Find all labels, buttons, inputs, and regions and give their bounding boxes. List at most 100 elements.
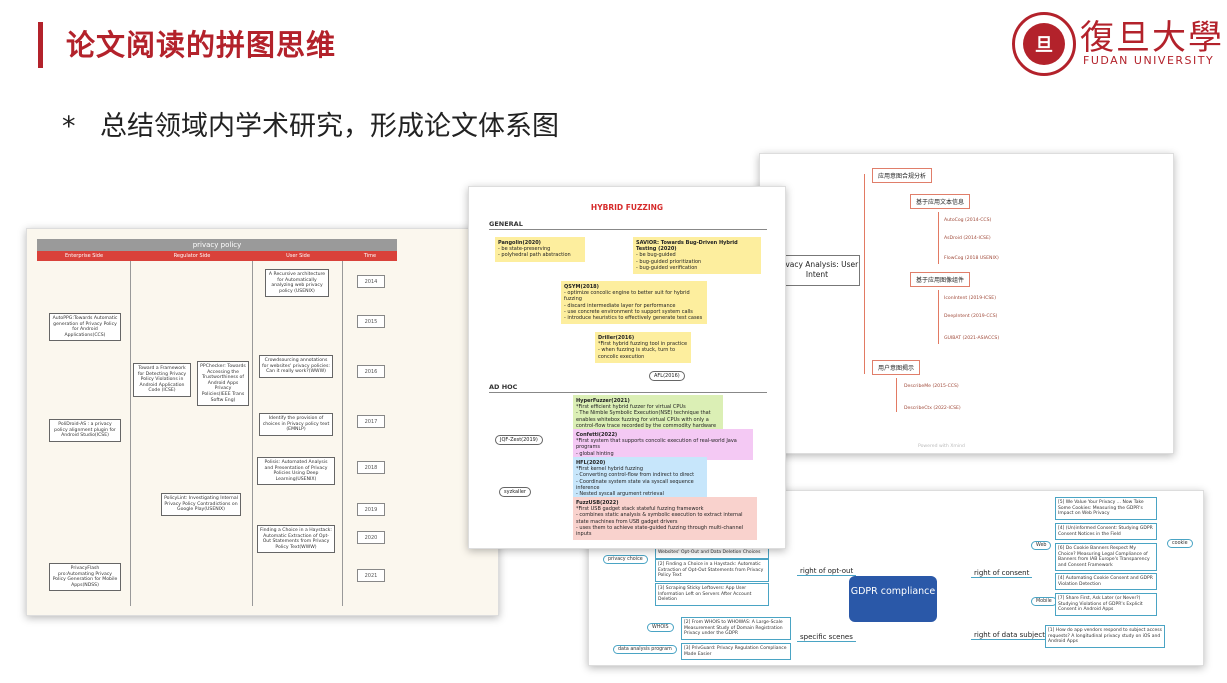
note-line: - optimize concolic engine to better sui… — [564, 290, 690, 303]
connector — [938, 212, 939, 264]
note-title: FuzzUSB(2022) — [576, 500, 619, 506]
asterisk-icon: * — [62, 111, 76, 142]
logo-chinese-text: 復旦大學 — [1080, 18, 1224, 58]
gdpr-paper: [6] Do Cookie Banners Respect My Choice?… — [1055, 543, 1157, 572]
gdpr-paper: [4] (Un)informed Consent: Studying GDPR … — [1055, 523, 1157, 541]
mindmap-leaf: GUIBAT (2021-ASIACCS) — [944, 336, 1000, 341]
note-line: - when fuzzing is stuck, turn to concoli… — [598, 347, 676, 360]
bullet-point: * 总结领域内学术研究，形成论文体系图 — [62, 104, 559, 143]
note-line: - be state-preserving — [498, 246, 551, 253]
year-box: 2016 — [357, 365, 385, 378]
note-title: Pangolin(2020) — [498, 240, 541, 246]
connector — [864, 174, 865, 374]
gdpr-branch: specific scenes — [797, 633, 856, 642]
note-line: - Converting control-flow from indirect … — [576, 472, 695, 479]
mindmap-leaf: AutoCog (2014-CCS) — [944, 218, 992, 223]
year-box: 2018 — [357, 461, 385, 474]
privacy-analysis-mindmap: Privacy Analysis: User Intent 应用意图合规分析 基… — [759, 153, 1174, 454]
gdpr-paper: [4] Automating Cookie Consent and GDPR V… — [1055, 573, 1157, 591]
page-title: 论文阅读的拼图思维 — [66, 28, 337, 62]
gdpr-tag: WHOIS — [647, 623, 674, 632]
section-label: AD HOC — [489, 383, 518, 391]
mindmap-branch: 用户意图揭示 — [872, 360, 921, 375]
figure-title: HYBRID FUZZING — [590, 203, 664, 212]
seal-center: 旦 — [1023, 23, 1065, 65]
paper-box: A Recursive architecture for Automatical… — [265, 269, 329, 298]
connector — [938, 290, 939, 344]
note-line: - bug-guided prioritization — [636, 258, 702, 265]
gdpr-center-node: GDPR compliance — [849, 576, 937, 622]
title-accent-bar — [38, 22, 43, 68]
section-divider — [489, 229, 767, 230]
mindmap-root: Privacy Analysis: User Intent — [774, 255, 860, 286]
note-line: - The Nimble Symbolic Execution(NSE) tec… — [576, 410, 717, 429]
note-line: - discard intermediate layer for perform… — [564, 302, 676, 309]
gdpr-paper: [5] We Value Your Privacy ... Now Take S… — [1055, 497, 1157, 520]
gdpr-paper: [1] How do app vendors respond to subjec… — [1045, 625, 1165, 648]
logo-english-text: FUDAN UNIVERSITY — [1083, 54, 1215, 67]
note-title: HyperFuzzer(2021) — [576, 398, 630, 404]
column-header: Regulator Side — [131, 251, 253, 261]
section-divider — [489, 392, 767, 393]
paper-box: Toward a Framework for Detecting Privacy… — [133, 363, 191, 397]
note-line: - uses them to achieve state-guided fuzz… — [576, 524, 744, 538]
mindmap-leaf: DescribeCtx (2022-ICSE) — [904, 406, 961, 411]
note-line: *First efficient hybrid fuzzer for virtu… — [576, 404, 686, 411]
gdpr-branch: right of opt-out — [797, 567, 857, 576]
note-line: - bug-guided verification — [636, 264, 698, 271]
gdpr-branch: right of consent — [971, 569, 1033, 578]
gdpr-tag: privacy choice — [603, 555, 648, 564]
year-box: 2021 — [357, 569, 385, 582]
mindmap-branch: 基于应用文本信息 — [910, 194, 971, 209]
gdpr-paper: [7] Share First, Ask Later (or Never?) S… — [1055, 593, 1157, 616]
note-line: - Coordinate system state via syscall se… — [576, 478, 694, 491]
fudan-seal-logo: 旦 — [1012, 12, 1076, 76]
year-box: 2020 — [357, 531, 385, 544]
section-label: GENERAL — [489, 220, 523, 228]
gdpr-paper: [2] From WHOIS to WHOWAS: A Large-Scale … — [681, 617, 791, 640]
note-line: *First hybrid fuzzing tool in practice — [598, 341, 688, 348]
gdpr-paper: [3] Scraping Sticky Leftovers: App User … — [655, 583, 769, 606]
bullet-text: 总结领域内学术研究，形成论文体系图 — [100, 111, 559, 142]
note-line: - introduce heuristics to effectively ge… — [564, 315, 703, 322]
tool-tag: syzkaller — [499, 487, 531, 497]
note-line: *First system that supports concolic exe… — [576, 438, 737, 451]
paper-box: PPChecker: Towards Accessing the Trustwo… — [197, 361, 249, 407]
mindmap-leaf: DeepIntent (2019-CCS) — [944, 314, 998, 319]
gdpr-branch: right of data subject — [971, 631, 1049, 640]
paper-box: Polisis: Automated Analysis and Presenta… — [257, 457, 335, 486]
column-header: Enterprise Side — [37, 251, 131, 261]
gdpr-paper: [3] PrivGuard: Privacy Regulation Compli… — [681, 643, 791, 661]
paper-box: Identify the provision of choices in Pri… — [259, 413, 333, 436]
paper-box: Crowdsourcing annotations for websites' … — [259, 355, 333, 378]
year-box: 2015 — [357, 315, 385, 328]
note-title: SAVIOR: Towards Bug-Driven Hybrid Testin… — [636, 240, 738, 253]
note-line: - polyhedral path abstraction — [498, 252, 571, 259]
year-box: 2017 — [357, 415, 385, 428]
year-box: 2019 — [357, 503, 385, 516]
paper-box: AutoPPG:Towards Automatic generation of … — [49, 313, 121, 342]
hybrid-fuzzing-figure: HYBRID FUZZING GENERAL Pangolin(2020) - … — [468, 186, 786, 549]
note-title: HFL(2020) — [576, 460, 606, 466]
mindmap-branch: 基于应用图像组件 — [910, 272, 971, 287]
paper-box: PolicyLint: Investigating Internal Priva… — [161, 493, 241, 516]
note-line: - use concrete environment to support sy… — [564, 308, 693, 315]
column-divider — [37, 261, 131, 606]
year-box: 2014 — [357, 275, 385, 288]
gdpr-tag: data analysis program — [613, 645, 677, 654]
gdpr-tag: cookie — [1167, 539, 1193, 548]
note-line: - combines static analysis & symbolic ex… — [576, 512, 743, 525]
note-line: - global hinting — [576, 450, 614, 457]
privacy-policy-figure: privacy policy Enterprise Side Regulator… — [26, 228, 499, 616]
figure-title: privacy policy — [37, 239, 397, 251]
mindmap-branch: 应用意图合规分析 — [872, 168, 933, 183]
column-header: Time — [343, 251, 397, 261]
gdpr-tag: Web — [1031, 541, 1052, 550]
column-divider — [131, 261, 253, 606]
connector — [896, 378, 897, 412]
note-line: *First USB gadget stack stateful fuzzing… — [576, 506, 704, 513]
mindmap-leaf: DescribeMe (2015-CCS) — [904, 384, 959, 389]
note-title: Confetti(2022) — [576, 432, 618, 438]
note-line: - Nested syscall argument retrieval — [576, 491, 664, 498]
paper-box: PoliDroid-AS : a privacy policy alignmen… — [49, 419, 121, 442]
